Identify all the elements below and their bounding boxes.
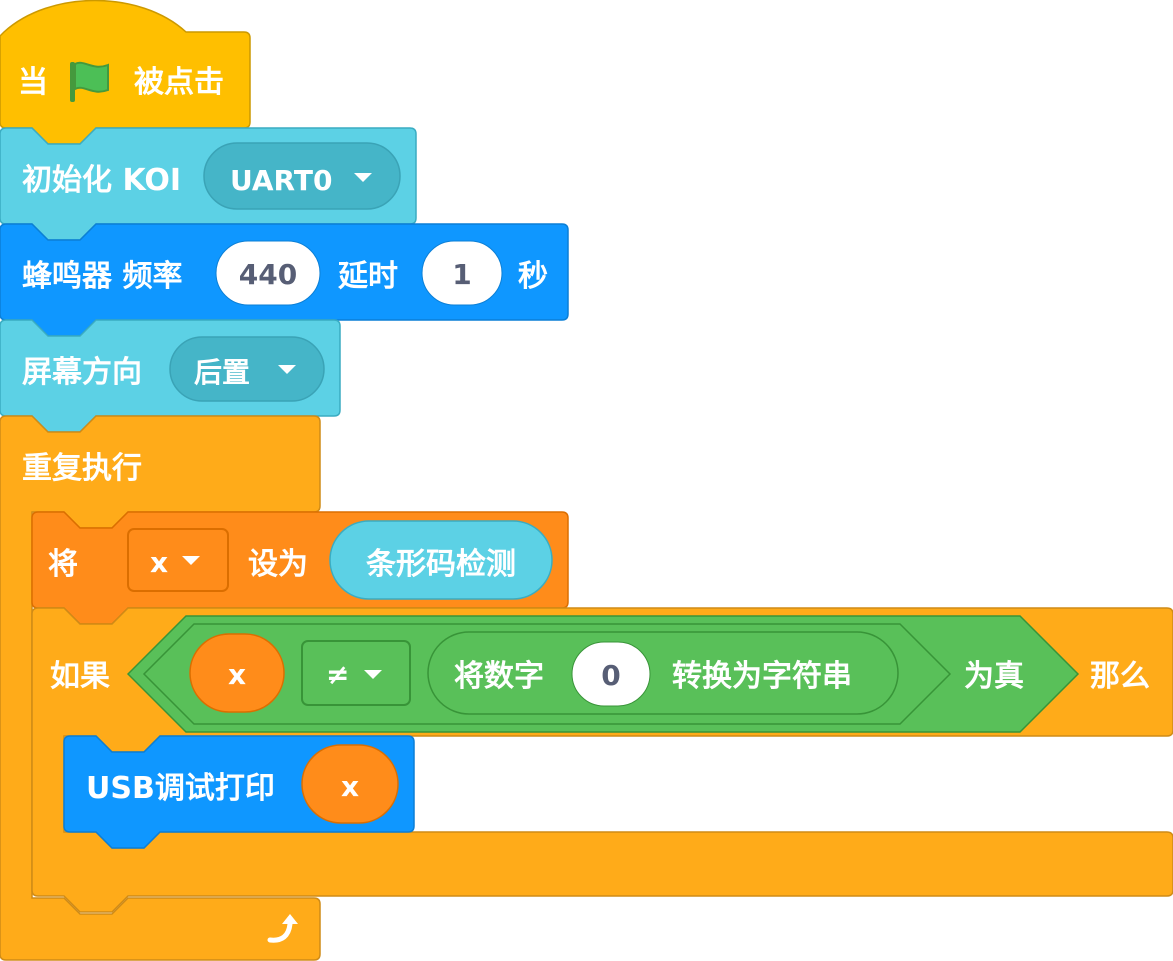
number-to-string-prefix: 将数字 bbox=[454, 659, 544, 694]
barcode-detect-reporter[interactable]: 条形码检测 bbox=[329, 520, 553, 600]
init-koi-label: 初始化 KOI bbox=[22, 163, 181, 198]
buzzer-delay-label: 延时 bbox=[337, 259, 398, 294]
number-to-string-suffix: 转换为字符串 bbox=[672, 659, 852, 694]
number-input[interactable]: 0 bbox=[571, 641, 651, 707]
then-label: 那么 bbox=[1090, 659, 1150, 694]
dropdown-arrow-icon bbox=[364, 670, 382, 679]
usb-debug-print-label: USB调试打印 bbox=[86, 771, 275, 806]
dropdown-arrow-icon bbox=[278, 365, 296, 374]
if-then-block[interactable]: 如果 x ≠ 将数字 bbox=[31, 607, 1173, 913]
loop-arrow-icon bbox=[267, 914, 298, 943]
usb-debug-print-block[interactable]: USB调试打印 x bbox=[63, 735, 415, 849]
hat-label-suffix: 被点击 bbox=[134, 65, 224, 100]
usb-print-variable-value: x bbox=[341, 770, 359, 803]
not-equal-boolean[interactable]: x ≠ 将数字 0 转换为字符串 bbox=[142, 623, 952, 725]
operator-value: ≠ bbox=[326, 658, 349, 691]
buzzer-unit-label: 秒 bbox=[518, 259, 548, 294]
buzzer-delay-input[interactable]: 1 bbox=[421, 240, 503, 306]
forever-block[interactable]: 重复执行 bbox=[0, 415, 321, 961]
is-true-boolean[interactable]: x ≠ 将数字 0 转换为字符串 为真 bbox=[126, 615, 1080, 733]
when-flag-clicked-block[interactable]: 当 被点击 bbox=[0, 0, 251, 145]
hat-label-prefix: 当 bbox=[18, 65, 48, 100]
variable-dropdown[interactable]: x bbox=[127, 528, 229, 592]
green-flag-icon bbox=[70, 61, 109, 102]
if-label: 如果 bbox=[50, 659, 110, 694]
forever-block-shape bbox=[0, 415, 321, 961]
left-variable-value: x bbox=[228, 658, 246, 691]
buzzer-label: 蜂鸣器 频率 bbox=[22, 259, 182, 294]
operator-dropdown[interactable]: ≠ bbox=[301, 640, 411, 706]
number-input-value: 0 bbox=[601, 659, 620, 692]
buzzer-frequency-input[interactable]: 440 bbox=[215, 240, 321, 306]
set-to-label: 设为 bbox=[248, 547, 308, 582]
dropdown-arrow-icon bbox=[182, 556, 200, 565]
buzzer-frequency-value: 440 bbox=[239, 258, 297, 291]
screen-orientation-dropdown[interactable]: 后置 bbox=[169, 336, 325, 402]
init-koi-block[interactable]: 初始化 KOI UART0 bbox=[0, 127, 417, 241]
forever-label: 重复执行 bbox=[22, 451, 142, 486]
number-to-string-reporter[interactable]: 将数字 0 转换为字符串 bbox=[427, 631, 899, 715]
is-true-label: 为真 bbox=[964, 659, 1024, 694]
buzzer-delay-value: 1 bbox=[452, 258, 471, 291]
screen-orientation-value: 后置 bbox=[194, 356, 250, 389]
left-variable-reporter[interactable]: x bbox=[189, 633, 285, 713]
variable-dropdown-value: x bbox=[150, 546, 168, 579]
usb-print-variable-reporter[interactable]: x bbox=[301, 744, 399, 824]
set-variable-block[interactable]: 将 x 设为 条形码检测 bbox=[31, 511, 569, 625]
screen-orientation-block[interactable]: 屏幕方向 后置 bbox=[0, 319, 341, 433]
set-label: 将 bbox=[48, 547, 78, 582]
uart-port-value: UART0 bbox=[230, 164, 332, 197]
buzzer-block[interactable]: 蜂鸣器 频率 440 延时 1 秒 bbox=[0, 223, 569, 337]
dropdown-arrow-icon bbox=[354, 173, 372, 182]
barcode-detect-label: 条形码检测 bbox=[366, 547, 516, 582]
uart-port-dropdown[interactable]: UART0 bbox=[203, 142, 401, 210]
screen-orientation-label: 屏幕方向 bbox=[22, 355, 142, 390]
